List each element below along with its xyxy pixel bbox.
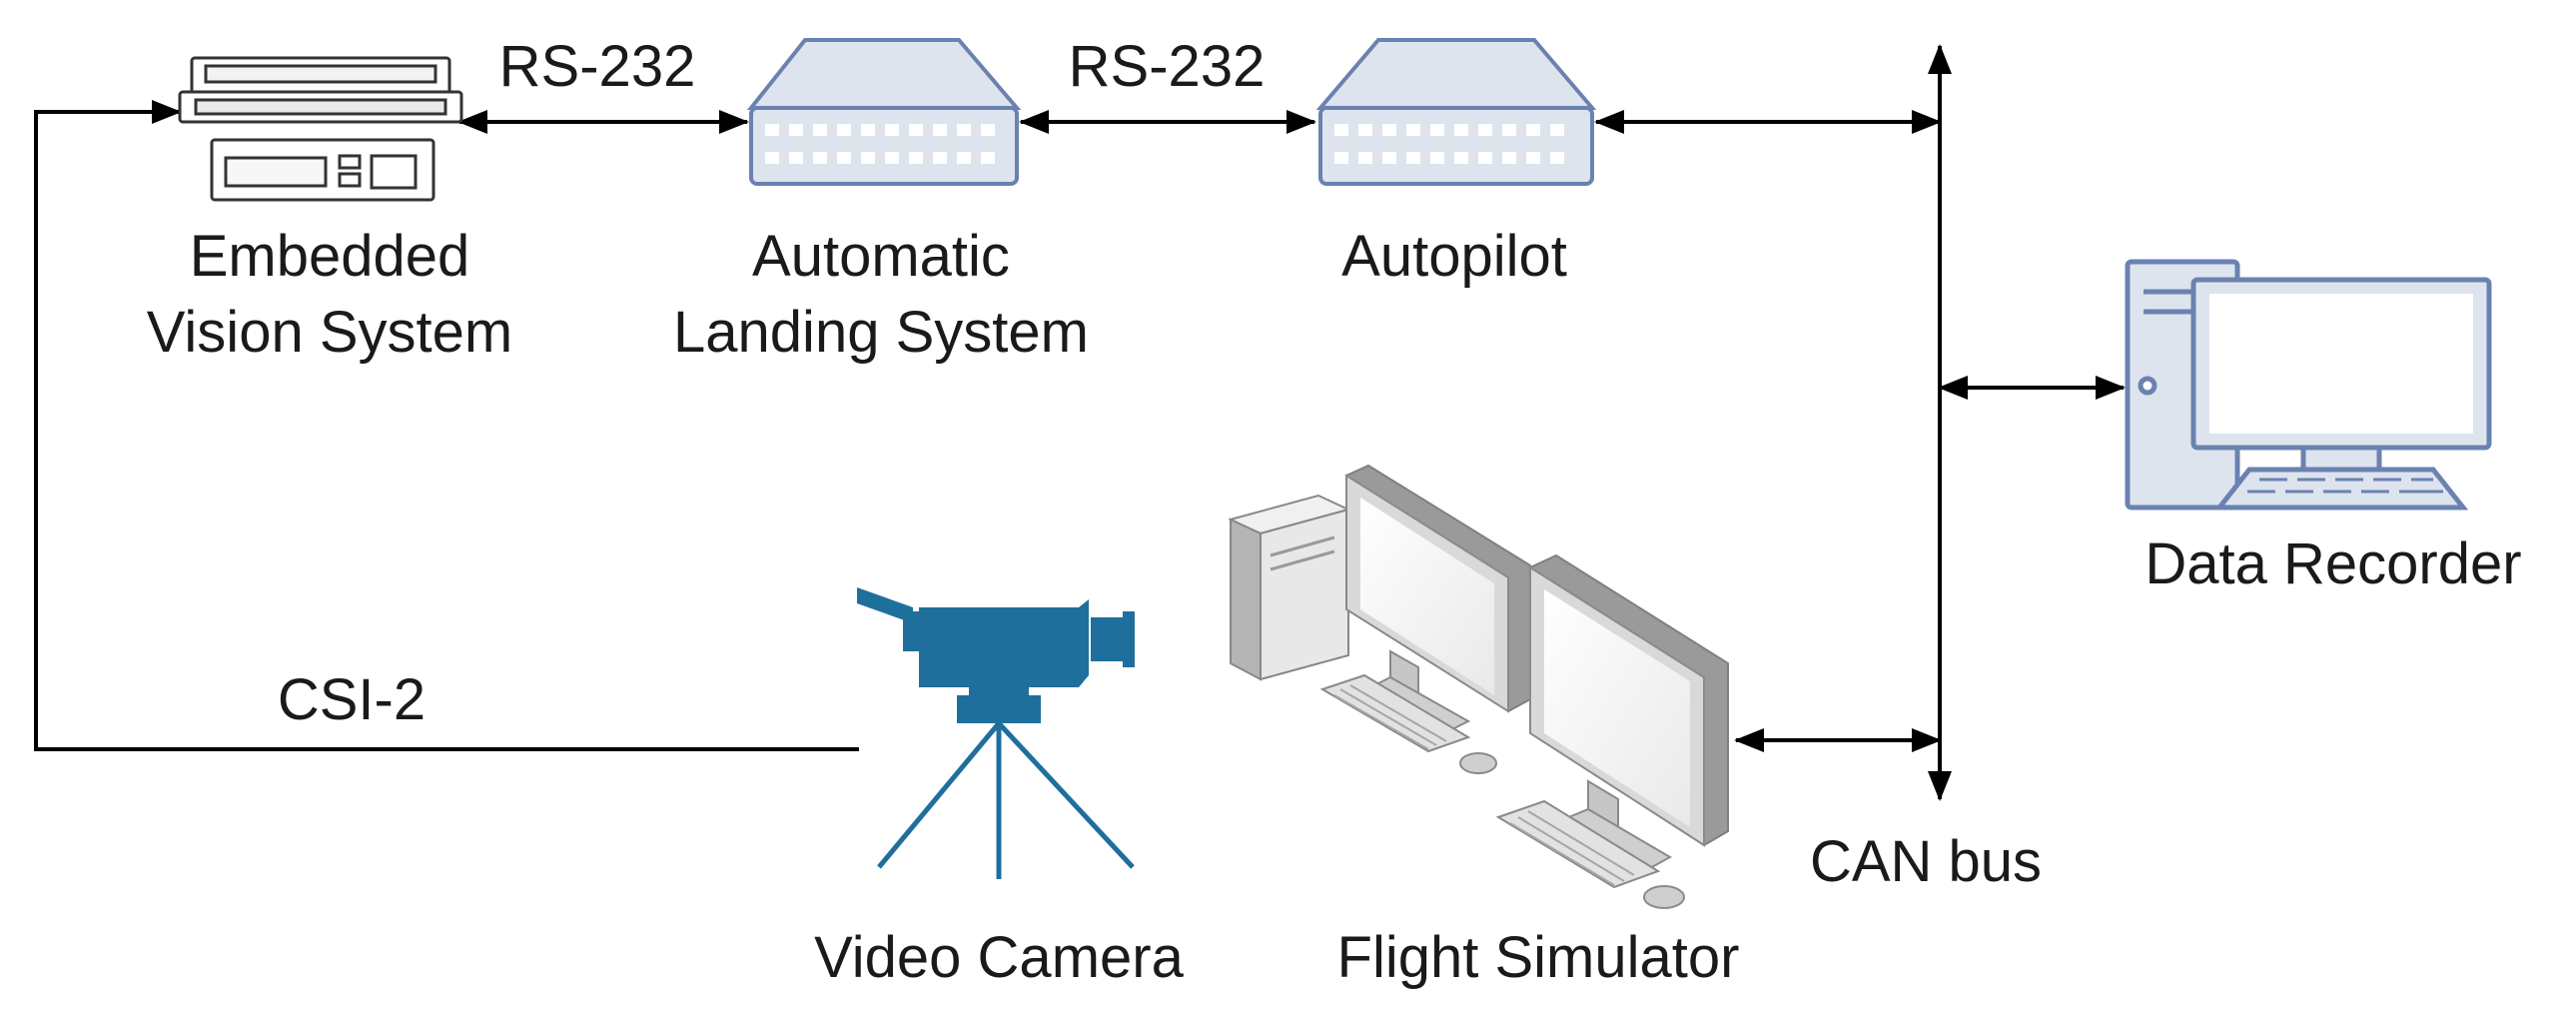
embedded-vision-label-1: Embedded bbox=[190, 224, 470, 289]
data-recorder-label: Data Recorder bbox=[2145, 531, 2521, 596]
serial-device-icon bbox=[1315, 38, 1597, 186]
flight-simulator-label: Flight Simulator bbox=[1337, 925, 1740, 990]
autopilot: Autopilot bbox=[1315, 38, 1597, 289]
serial-device-icon bbox=[746, 38, 1022, 186]
flight-simulator: Flight Simulator bbox=[1228, 464, 1740, 990]
dual-monitor-workstation-icon bbox=[1228, 464, 1729, 909]
embedded-computer-icon bbox=[178, 56, 463, 202]
embedded-vision-system: Embedded Vision System bbox=[147, 56, 512, 365]
connections bbox=[34, 44, 2126, 801]
link-csi2 bbox=[34, 100, 859, 751]
desktop-pc-icon bbox=[2125, 259, 2492, 510]
video-camera: Video Camera bbox=[814, 587, 1185, 990]
rs232-label-2: RS-232 bbox=[1069, 34, 1266, 99]
can-bus-label: CAN bus bbox=[1810, 829, 2042, 894]
automatic-landing-label-2: Landing System bbox=[673, 300, 1089, 365]
embedded-vision-label-2: Vision System bbox=[147, 300, 512, 365]
video-camera-icon bbox=[857, 587, 1135, 879]
autopilot-label: Autopilot bbox=[1341, 224, 1567, 289]
data-recorder: Data Recorder bbox=[2125, 259, 2522, 596]
automatic-landing-system: Automatic Landing System bbox=[673, 38, 1089, 365]
automatic-landing-label-1: Automatic bbox=[752, 224, 1010, 289]
video-camera-label: Video Camera bbox=[814, 925, 1184, 990]
csi2-label: CSI-2 bbox=[278, 667, 426, 732]
rs232-label-1: RS-232 bbox=[499, 34, 696, 99]
